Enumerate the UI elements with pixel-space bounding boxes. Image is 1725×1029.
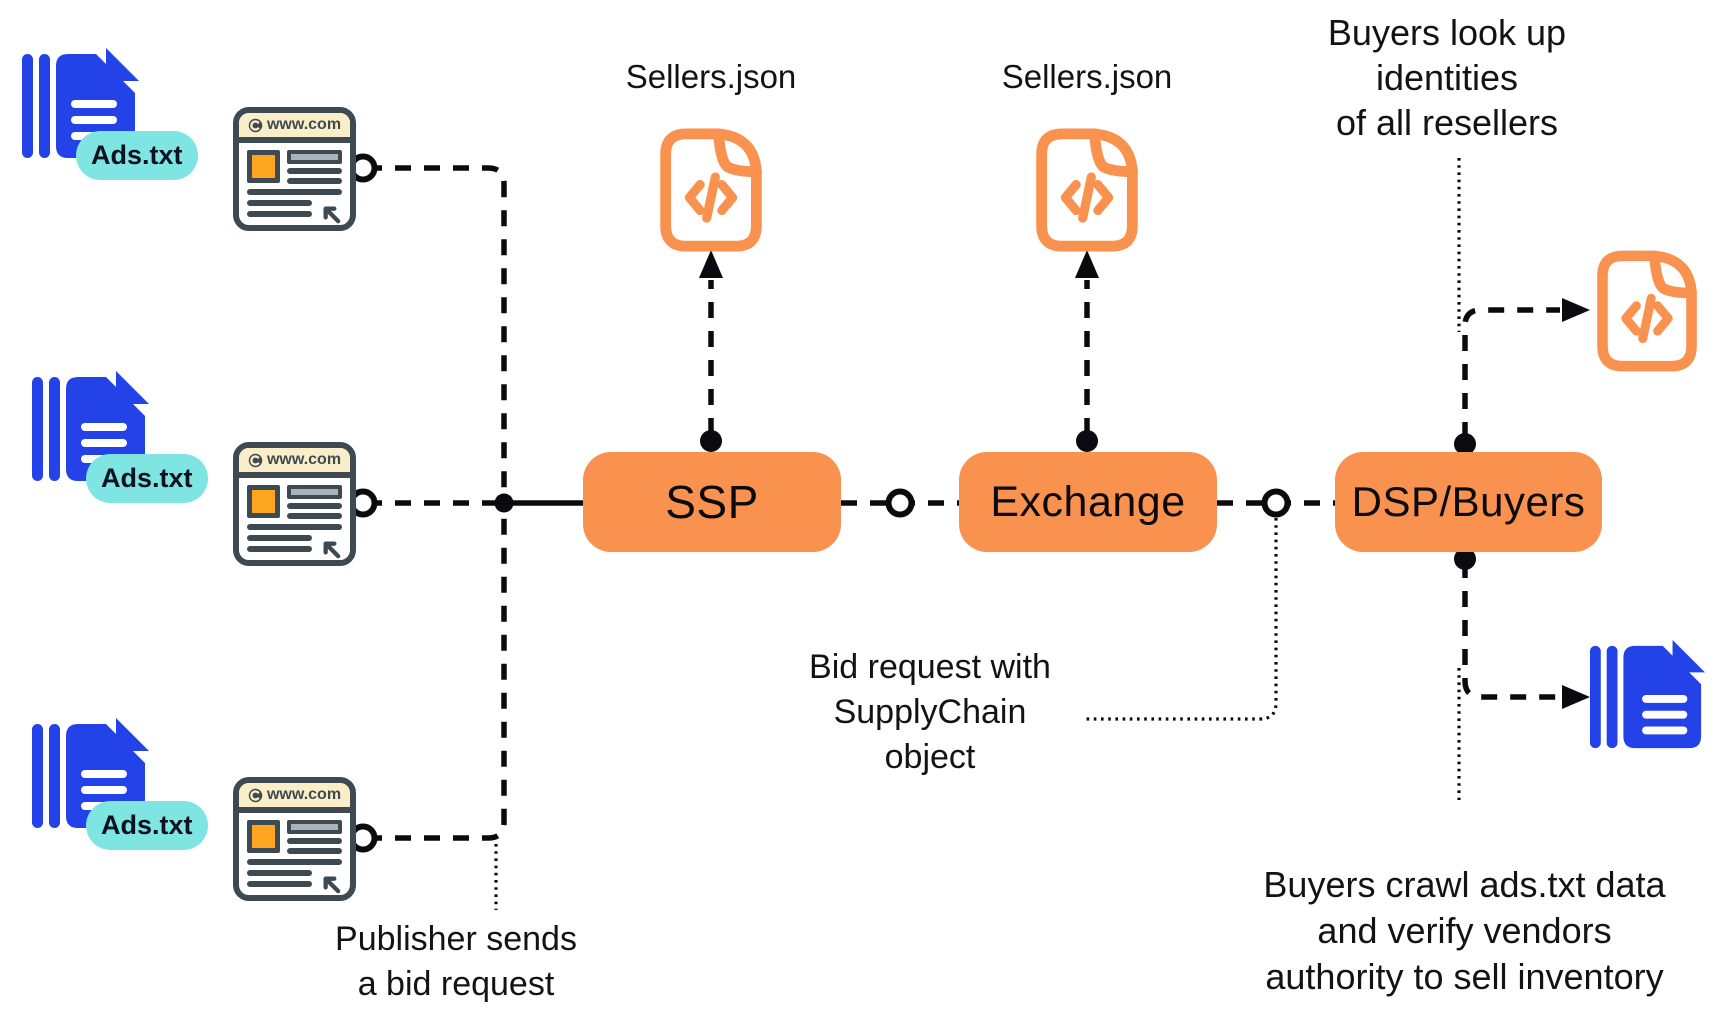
text-line xyxy=(287,513,342,519)
text-line xyxy=(247,546,312,552)
text-line xyxy=(287,838,342,844)
sellers-json-label-ssp: Sellers.json xyxy=(625,58,797,95)
annotation-bid-request: Bid request with SupplyChain object xyxy=(730,645,1130,780)
dsp-bottom-dot xyxy=(1454,548,1476,570)
annotation-line: object xyxy=(884,738,976,776)
site-url: www.com xyxy=(266,451,342,468)
browser-address-bar: www.com xyxy=(239,448,350,478)
globe-icon xyxy=(248,118,263,132)
annotation-line: SupplyChain xyxy=(833,693,1027,731)
text-line xyxy=(247,870,312,876)
annotation-publisher-sends: Publisher sends a bid request xyxy=(306,917,606,1007)
ads-txt-label: Ads.txt xyxy=(101,463,193,493)
ssp-top-dot xyxy=(700,430,722,452)
arrow-dsp-to-sellersjson-file xyxy=(1462,307,1560,438)
page-banner-placeholder xyxy=(287,485,342,499)
cursor-arrow-icon xyxy=(323,876,341,894)
junction-dot xyxy=(494,493,514,513)
annotation-line: Bid request with xyxy=(809,648,1051,686)
text-line xyxy=(287,503,342,509)
browser-content xyxy=(239,143,350,225)
ads-txt-label: Ads.txt xyxy=(91,140,183,170)
ads-txt-badge: Ads.txt xyxy=(76,131,198,180)
page-banner-placeholder xyxy=(287,150,342,164)
publisher-site-icon-1: www.com xyxy=(233,107,356,231)
site-url: www.com xyxy=(266,116,342,133)
dotted-leader-bid-request xyxy=(1085,518,1278,721)
sellers-json-file-icon-ssp xyxy=(660,128,762,252)
globe-icon xyxy=(248,453,263,467)
sellers-json-file-icon-right xyxy=(1597,250,1697,372)
hop-ring-exchange-dsp xyxy=(1261,488,1291,518)
text-line xyxy=(287,178,342,184)
annotation-line: of all resellers xyxy=(1335,102,1559,143)
arrowhead-ssp-sellersjson xyxy=(699,250,723,278)
page-banner-placeholder xyxy=(287,820,342,834)
text-line xyxy=(247,211,312,217)
cursor-arrow-icon xyxy=(323,206,341,224)
text-line xyxy=(247,524,342,530)
text-line xyxy=(247,859,342,865)
browser-content xyxy=(239,813,350,895)
arrowhead-dsp-sellersjson-file xyxy=(1562,298,1590,322)
ads-txt-badge: Ads.txt xyxy=(86,454,208,503)
arrow-dsp-to-adstxt-file xyxy=(1462,562,1560,700)
connector-publisher1-to-trunk xyxy=(366,165,507,497)
node-ssp: SSP xyxy=(583,452,841,552)
annotation-line: authority to sell inventory xyxy=(1265,956,1664,997)
annotation-line: a bid request xyxy=(357,965,555,1003)
page-image-placeholder xyxy=(247,820,280,853)
browser-address-bar: www.com xyxy=(239,783,350,813)
node-ssp-label: SSP xyxy=(665,476,759,528)
annotation-line: Buyers look up xyxy=(1327,12,1567,53)
globe-icon xyxy=(248,788,263,802)
annotation-line: Publisher sends xyxy=(335,920,577,958)
site-url: www.com xyxy=(266,786,342,803)
hop-ring-ssp-exchange xyxy=(885,488,915,518)
page-image-placeholder xyxy=(247,485,280,518)
text-line xyxy=(287,848,342,854)
text-line xyxy=(247,189,342,195)
node-dsp-buyers-label: DSP/Buyers xyxy=(1351,478,1586,525)
annotation-buyers-lookup: Buyers look up identities of all reselle… xyxy=(1247,10,1647,145)
annotation-line: Buyers crawl ads.txt data xyxy=(1263,864,1666,905)
browser-content xyxy=(239,478,350,560)
text-line xyxy=(247,200,312,206)
text-line xyxy=(287,168,342,174)
ads-txt-file-icon-right xyxy=(1589,639,1706,749)
node-exchange: Exchange xyxy=(959,452,1217,552)
ads-txt-group-3: Ads.txt xyxy=(30,710,230,860)
publisher-site-icon-3: www.com xyxy=(233,777,356,901)
publisher-site-icon-2: www.com xyxy=(233,442,356,566)
sellers-json-file-icon-exchange xyxy=(1036,128,1138,252)
ads-txt-group-2: Ads.txt xyxy=(30,363,230,513)
page-image-placeholder xyxy=(247,150,280,183)
annotation-line: and verify vendors xyxy=(1317,910,1612,951)
browser-address-bar: www.com xyxy=(239,113,350,143)
annotation-line: identities xyxy=(1375,57,1519,98)
arrowhead-dsp-adstxt-file xyxy=(1562,685,1590,709)
ads-txt-label: Ads.txt xyxy=(101,810,193,840)
text-line xyxy=(247,881,312,887)
node-dsp-buyers: DSP/Buyers xyxy=(1335,452,1602,552)
cursor-arrow-icon xyxy=(323,541,341,559)
ads-txt-group-1: Ads.txt xyxy=(20,40,220,190)
text-line xyxy=(247,535,312,541)
sellers-json-label-exchange: Sellers.json xyxy=(1001,58,1173,95)
arrowhead-exchange-sellersjson xyxy=(1075,250,1099,278)
ads-txt-badge: Ads.txt xyxy=(86,801,208,850)
annotation-buyers-crawl: Buyers crawl ads.txt data and verify ven… xyxy=(1212,862,1717,1000)
connector-publisher3-to-trunk xyxy=(366,509,507,841)
exchange-top-dot xyxy=(1076,430,1098,452)
dsp-top-dot xyxy=(1454,433,1476,455)
node-exchange-label: Exchange xyxy=(990,477,1186,526)
